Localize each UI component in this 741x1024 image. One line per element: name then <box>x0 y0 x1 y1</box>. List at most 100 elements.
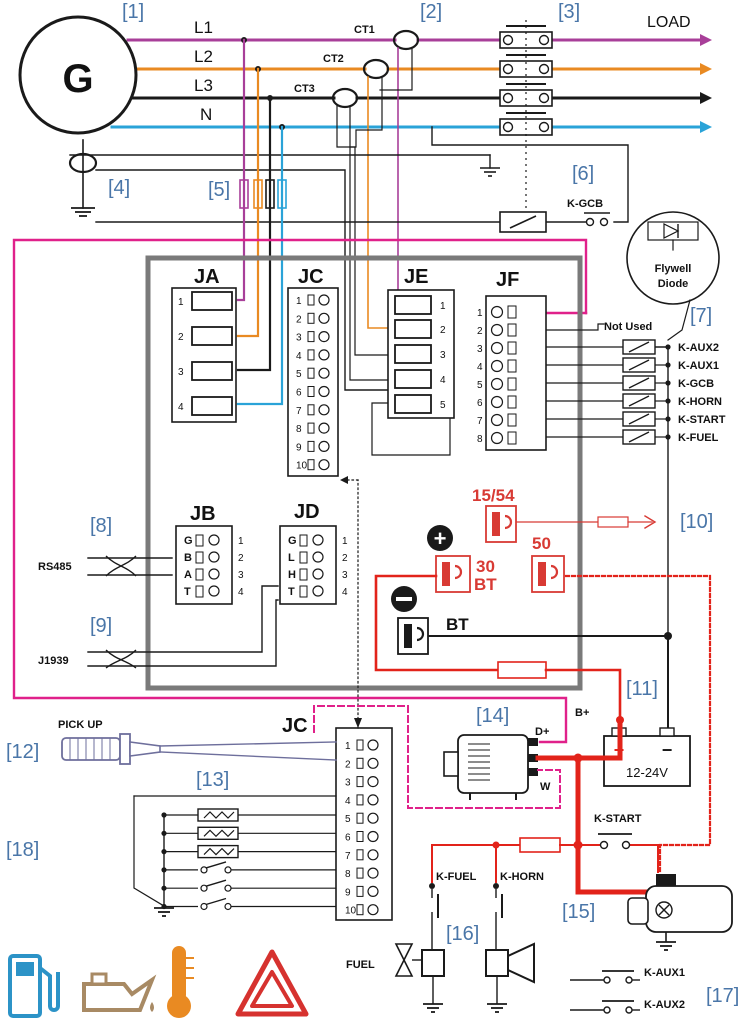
label-n: N <box>200 105 212 124</box>
gcb-contactor <box>499 20 553 210</box>
di-resistor <box>197 808 239 822</box>
jf-screw <box>490 341 504 355</box>
label-not-used: Not Used <box>604 321 652 333</box>
jc-ext-pin-10: 10 <box>345 906 357 917</box>
connector-je: JE 1 2 3 4 5 <box>387 266 455 419</box>
label-w: W <box>540 781 551 793</box>
jd-slot <box>299 585 308 598</box>
generator-letter: G <box>62 57 93 101</box>
jc-screw <box>318 294 330 306</box>
jf-pin-2: 2 <box>477 326 483 337</box>
di-resistor-zigzag <box>203 829 235 838</box>
jb-letter-B: B <box>184 552 192 564</box>
jb-slot <box>195 568 204 581</box>
jc-pin-5: 5 <box>296 369 302 380</box>
ref-6: [6] <box>572 163 594 185</box>
plus-badge-sign: + <box>434 526 447 551</box>
load-arrow-n <box>700 121 712 133</box>
ref-12: [12] <box>6 741 39 763</box>
ref-9: [9] <box>90 615 112 637</box>
jc-ext-pin-9: 9 <box>345 887 351 898</box>
jc-screw <box>318 367 330 379</box>
jc-ext-screw <box>367 757 379 769</box>
jf-slot <box>507 359 517 373</box>
relay-label-kstart: K-START <box>678 414 726 426</box>
jc-ext-screw <box>367 812 379 824</box>
jc-screw <box>318 349 330 361</box>
relay-junction <box>665 362 671 368</box>
ja-wire-3 <box>236 96 272 372</box>
di-switch-pole <box>200 884 208 892</box>
jf-slot <box>507 323 517 337</box>
relay-label-kaux1: K-AUX1 <box>678 360 719 372</box>
starter-motor <box>627 874 733 951</box>
jd-screw <box>312 568 324 580</box>
jb-pin-2: 2 <box>238 553 244 564</box>
label-dplus: D+ <box>535 726 549 738</box>
jc-slot <box>307 331 315 343</box>
jd-letter-T: T <box>288 586 295 598</box>
jc-pin-3: 3 <box>296 333 302 344</box>
relay-coil-slash <box>628 395 650 407</box>
jc-ext-screw <box>367 775 379 788</box>
jc-pin-6: 6 <box>296 388 302 399</box>
jc-ext-slot <box>356 867 364 879</box>
ref-10: [10] <box>680 511 713 533</box>
jf-slot <box>507 377 517 391</box>
ref-7: [7] <box>690 305 712 327</box>
ref-2: [2] <box>420 1 442 23</box>
connector-ja: JA 1 2 3 4 <box>171 266 237 423</box>
jd-pin-2: 2 <box>342 553 348 564</box>
jb-slot <box>195 551 204 564</box>
jf-screw <box>490 377 504 391</box>
jd-pin-3: 3 <box>342 570 348 581</box>
main-power-wiring <box>431 717 661 895</box>
ct2-lead <box>367 76 391 329</box>
jb-screw <box>208 568 220 580</box>
ct3-lead <box>336 105 391 356</box>
jc-ext-screw <box>367 867 379 879</box>
di-switch-pole <box>200 902 208 911</box>
relay-coil-slash <box>628 341 650 353</box>
jc-screw <box>318 385 330 398</box>
jc-slot <box>307 459 315 471</box>
relay-coil-slash <box>628 431 650 443</box>
relay-coil-slash <box>628 413 650 425</box>
jb-screw <box>208 551 220 563</box>
ref-5: [5] <box>208 179 230 201</box>
relay-junction <box>665 434 671 440</box>
di-switch-pole <box>224 884 232 892</box>
relay-coil-slash <box>628 377 650 389</box>
ct-common <box>371 402 451 456</box>
label-30: 30 <box>476 557 495 576</box>
jc-slot <box>307 367 315 379</box>
jc-ext-pin-6: 6 <box>345 833 351 844</box>
jc-pin-2: 2 <box>296 314 302 325</box>
je-pin-5: 5 <box>440 400 446 411</box>
ref-16: [16] <box>446 923 479 945</box>
relay-label-kgcb: K-GCB <box>678 378 714 390</box>
jd-slot <box>299 534 308 547</box>
label-30-bt: BT <box>474 575 497 594</box>
label-pickup: PICK UP <box>58 719 103 731</box>
jc-pin-10: 10 <box>296 461 308 472</box>
ja-wire-4 <box>236 125 284 406</box>
jf-pin-8: 8 <box>477 434 483 445</box>
kgcb-contact-a <box>585 217 595 227</box>
jc-ext-screw <box>367 794 379 806</box>
jf-pin-1: 1 <box>477 308 483 319</box>
label-kgcb-top: K-GCB <box>567 198 603 210</box>
label-15-54: 15/54 <box>472 486 515 505</box>
fuel-pump-icon <box>8 954 60 1018</box>
jb-pin-1: 1 <box>238 536 244 547</box>
ref-18: [18] <box>6 839 39 861</box>
warning-triangle-icon <box>235 949 309 1017</box>
jc-screw <box>318 312 330 324</box>
jb-letter-A: A <box>184 569 192 581</box>
jf-title: JF <box>496 269 519 291</box>
